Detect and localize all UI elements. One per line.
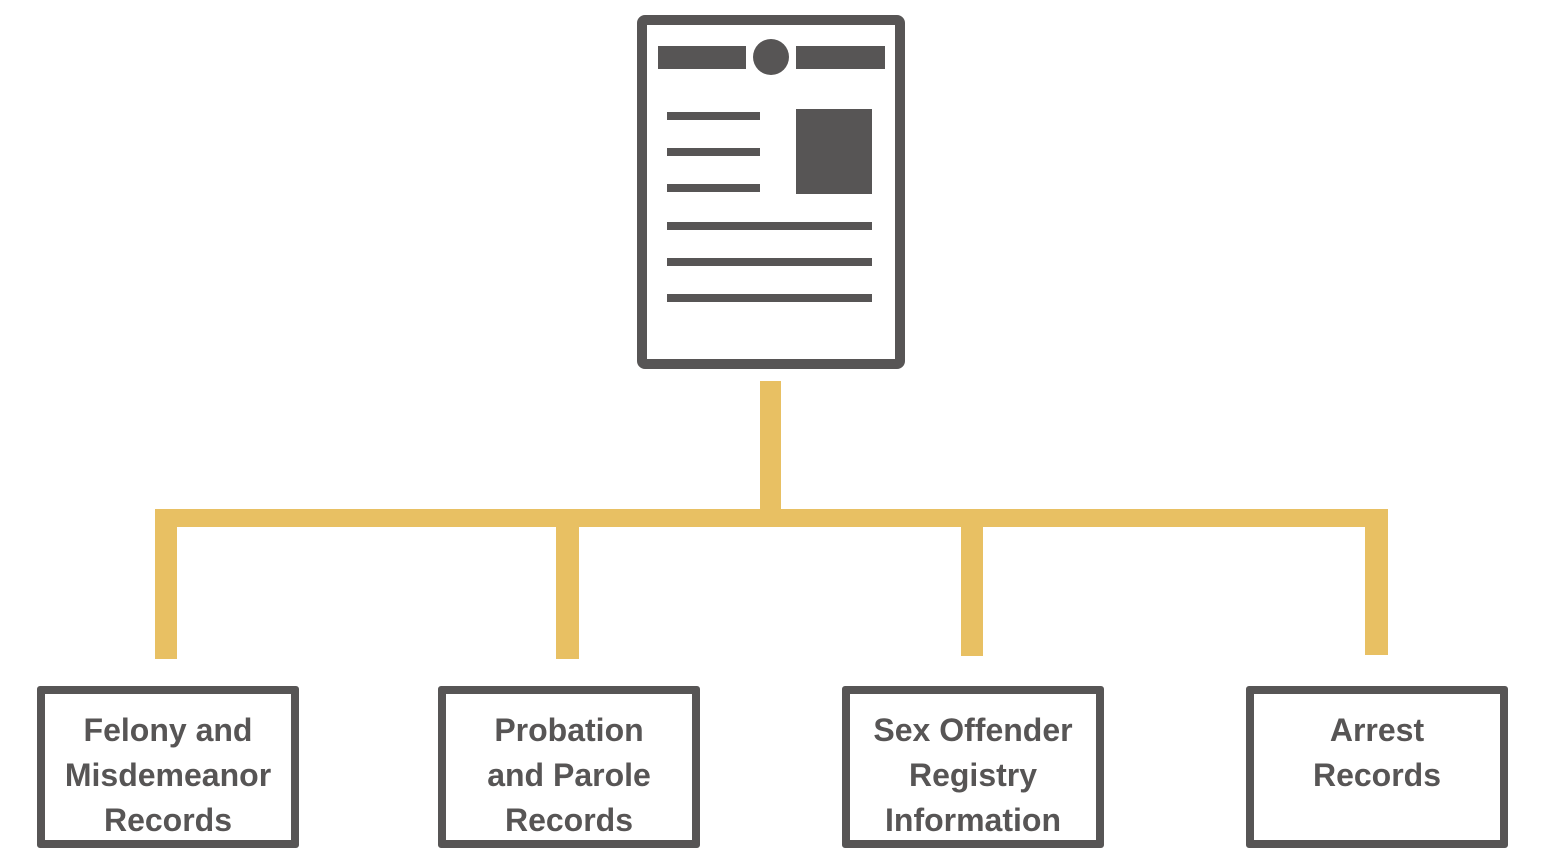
connector-trunk — [760, 381, 781, 509]
category-box-probation-parole: Probation and Parole Records — [438, 686, 700, 848]
category-label: Probation and Parole Records — [487, 712, 651, 838]
category-box-felony-misdemeanor: Felony and Misdemeanor Records — [37, 686, 299, 848]
category-label: Arrest Records — [1312, 712, 1442, 793]
category-box-arrest-records: Arrest Records — [1246, 686, 1508, 848]
connector-branch-4 — [1365, 509, 1388, 655]
connector-branch-1 — [155, 509, 177, 659]
document-record-icon — [637, 15, 905, 369]
category-label: Sex Offender Registry Information — [873, 712, 1073, 838]
connector-horizontal-bar — [155, 509, 1388, 527]
category-label: Felony and Misdemeanor Records — [64, 712, 272, 838]
connector-branch-3 — [961, 509, 983, 656]
connector-branch-2 — [556, 509, 579, 659]
category-box-sex-offender-registry: Sex Offender Registry Information — [842, 686, 1104, 848]
